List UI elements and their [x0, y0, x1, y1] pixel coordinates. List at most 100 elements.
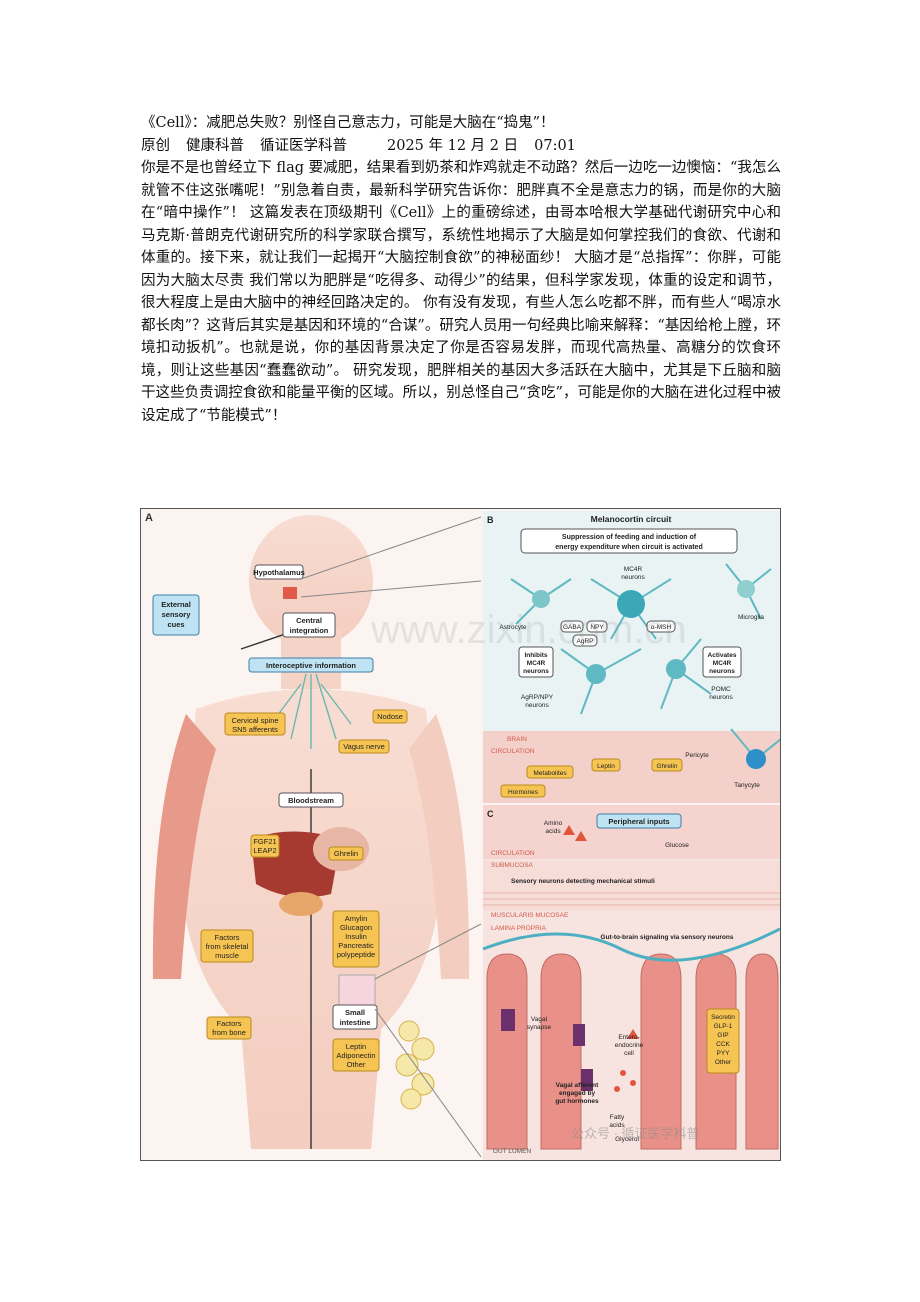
peripheral-inputs-box: [596, 813, 682, 829]
ghrelin-box-b: [651, 758, 683, 772]
intestine-organ: [338, 974, 376, 1010]
label-vagal-afferent-1: Vagal afferent: [556, 1082, 599, 1089]
label-npy: NPY: [590, 624, 604, 631]
panel-c-submucosa-bg: [483, 861, 780, 911]
label-secretin: Secretin: [711, 1014, 735, 1021]
label-muscle-3: muscle: [215, 951, 239, 960]
fat-tissue: [395, 1020, 435, 1110]
publish-date: 2025 年 12 月 2 日: [387, 137, 519, 154]
label-bone-2: from bone: [212, 1028, 246, 1037]
nodose-box: [372, 709, 408, 724]
sensory-neuron-path: [482, 927, 780, 962]
label-bone-1: Factors: [216, 1019, 241, 1028]
panel-b-subtitle-2: energy expenditure when circuit is activ…: [555, 544, 702, 551]
label-activates-1: Activates: [708, 652, 737, 659]
label-interoceptive: Interoceptive information: [266, 661, 356, 670]
pancreas-box: [332, 910, 380, 968]
watermark-url: www.zixin.com.cn: [370, 608, 687, 652]
label-amino-2: acids: [545, 828, 561, 835]
article-meta: 原创 健康科普 循证医学科普 2025 年 12 月 2 日 07:01: [141, 135, 781, 158]
label-inhibits-1: Inhibits: [524, 652, 547, 659]
label-intestine-1: Small: [345, 1008, 365, 1017]
muscle-box: [200, 929, 254, 963]
label-vagal-synapse-2: synapse: [527, 1024, 552, 1031]
label-ghrelin-b: Ghrelin: [657, 763, 678, 770]
figure-svg: A Hypothalamus External sensory cues Cen…: [141, 509, 780, 1160]
label-pomc-2: neurons: [709, 694, 733, 701]
author[interactable]: 健康科普: [186, 137, 244, 154]
label-hormones: Hormones: [508, 789, 539, 796]
label-pancreas-5: polypeptide: [337, 950, 375, 959]
label-entero-3: cell: [624, 1050, 634, 1057]
label-circulation-c: CIRCULATION: [491, 850, 535, 857]
label-external-2: sensory: [162, 610, 192, 619]
activates-box: [702, 646, 742, 678]
label-central-2: integration: [290, 626, 329, 635]
label-pomc-1: POMC: [711, 686, 731, 693]
label-muscularis: MUSCULARIS MUCOSAE: [491, 912, 569, 919]
label-cervical-2: SN5 afferents: [232, 725, 278, 734]
label-glucose: Glucose: [665, 842, 689, 849]
fat-box: [332, 1038, 380, 1072]
leptin-box: [591, 758, 621, 772]
label-ghrelin-a: Ghrelin: [334, 849, 358, 858]
neurons: [510, 563, 780, 769]
label-gaba: GABA: [563, 624, 582, 631]
label-pericyte: Pericyte: [685, 752, 709, 759]
label-entero-1: Entero-: [618, 1034, 639, 1041]
metabolites-box: [526, 765, 574, 779]
label-vagal-afferent-2: engaged by: [559, 1090, 596, 1097]
label-agrp: AgRP: [577, 638, 594, 645]
label-fatty-2: acids: [609, 1122, 625, 1129]
label-fatty-1: Fatty: [610, 1114, 625, 1121]
external-cues-box: [152, 594, 200, 636]
source-account[interactable]: 循证医学科普: [260, 137, 347, 154]
label-amino-1: Amino: [544, 820, 563, 827]
label-fat-1: Leptin: [346, 1042, 366, 1051]
hormones-box: [500, 784, 546, 798]
label-bloodstream: Bloodstream: [288, 796, 334, 805]
zoom-line-gut-1: [374, 923, 482, 980]
label-vagus: Vagus nerve: [343, 742, 385, 751]
label-muscle-2: from skeletal: [206, 942, 249, 951]
publish-time: 07:01: [534, 137, 576, 154]
article-body: 你是不是也曾经立下 flag 要减肥，结果看到奶茶和炸鸡就走不动路？然后一边吃一…: [141, 160, 781, 424]
label-pancreas-3: Insulin: [345, 932, 367, 941]
label-entero-2: endocrine: [615, 1042, 644, 1049]
label-intestine-2: intestine: [340, 1018, 371, 1027]
cervical-box: [224, 712, 286, 736]
panel-c-letter: C: [487, 809, 494, 819]
label-central-1: Central: [296, 616, 322, 625]
fgf-box: [250, 834, 280, 858]
watermark-wechat: 公众号 · 循证医学科普: [571, 1126, 700, 1141]
panel-b-subtitle-1: Suppression of feeding and induction of: [562, 534, 697, 541]
label-cck: CCK: [716, 1041, 730, 1048]
label-fgf-1: FGF21: [253, 837, 276, 846]
npy-pill: [586, 620, 608, 633]
label-mc4r-2: neurons: [621, 574, 645, 581]
label-gut-brain: Gut-to-brain signaling via sensory neuro…: [601, 934, 734, 941]
label-circulation-b: CIRCULATION: [491, 748, 535, 755]
label-metabolites: Metabolites: [533, 770, 567, 777]
panel-b-letter: B: [487, 515, 494, 525]
ghrelin-box-a: [328, 846, 364, 861]
label-external-1: External: [161, 600, 191, 609]
article: 《Cell》：减肥总失败？别怪自己意志力，可能是大脑在“捣鬼”！ 原创 健康科普…: [141, 112, 781, 427]
label-mc4r-1: MC4R: [624, 566, 643, 573]
label-glycerol: Glycerol: [615, 1136, 639, 1143]
label-activates-2: MC4R: [713, 660, 732, 667]
hypothalamus-box: [254, 564, 304, 580]
gut-hormones-box: [706, 1008, 740, 1074]
label-pancreas-2: Glucagon: [340, 923, 372, 932]
interoceptive-box: [248, 657, 374, 673]
hypothalamus-marker: [283, 587, 297, 599]
label-fat-2: Adiponectin: [336, 1051, 375, 1060]
panel-b-subtitle-box: [520, 528, 738, 554]
label-hypothalamus: Hypothalamus: [253, 568, 305, 577]
panel-b-title: Melanocortin circuit: [591, 514, 672, 524]
zoom-line-gut-2: [374, 1008, 482, 1158]
label-pyy: PYY: [716, 1050, 730, 1057]
label-brain: BRAIN: [507, 736, 527, 743]
label-other: Other: [715, 1059, 732, 1066]
label-fgf-2: LEAP2: [253, 846, 276, 855]
